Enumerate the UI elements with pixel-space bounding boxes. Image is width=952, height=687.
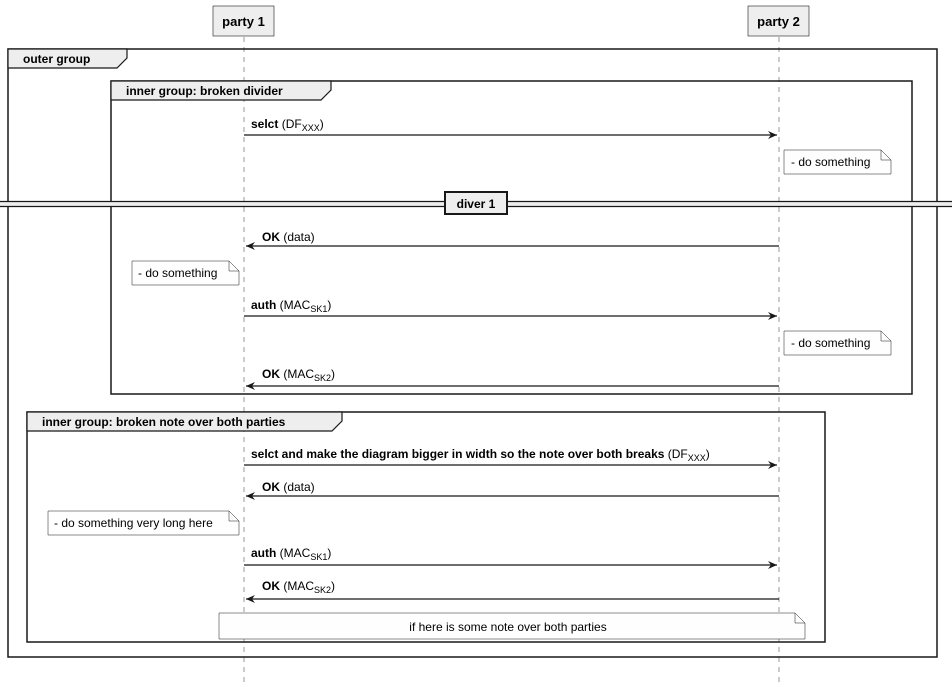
note-5: if here is some note over both parties [218,612,806,640]
participant-party-2-label: party 2 [757,14,800,29]
divider: diver 1 [0,191,952,215]
participant-party-1-label: party 1 [222,14,265,29]
inner-group-2-label: inner group: broken note over both parti… [42,415,286,429]
note-2: - do something [131,260,240,286]
note-3: - do something [783,330,892,356]
message-2-label: OK (data) [262,230,315,244]
inner-group-1: inner group: broken divider [110,80,913,395]
message-7: auth (MACSK1) [244,546,777,569]
note-2-text: - do something [138,266,217,280]
divider-label: diver 1 [457,197,496,211]
message-7-label: auth (MACSK1) [251,546,331,562]
note-1-text: - do something [791,155,870,169]
message-8-label: OK (MACSK2) [262,579,335,595]
message-4: OK (MACSK2) [246,367,779,390]
message-3-label: auth (MACSK1) [251,298,331,314]
note-1: - do something [783,149,892,175]
note-3-text: - do something [791,336,870,350]
message-5-label: selct and make the diagram bigger in wid… [251,447,710,463]
message-5: selct and make the diagram bigger in wid… [244,447,777,469]
note-4-text: - do something very long here [54,516,213,530]
message-6: OK (data) [246,480,779,500]
outer-group-label: outer group [23,52,90,66]
outer-group: outer group [7,48,938,658]
message-3: auth (MACSK1) [244,298,777,320]
inner-group-2: inner group: broken note over both parti… [26,411,826,643]
participant-party-2: party 2 [747,5,810,37]
message-1-label: selct (DFXXX) [251,117,324,133]
message-4-label: OK (MACSK2) [262,367,335,383]
message-8: OK (MACSK2) [246,579,779,603]
message-1: selct (DFXXX) [244,117,777,139]
note-5-text: if here is some note over both parties [409,620,606,634]
inner-group-1-label: inner group: broken divider [126,84,283,98]
message-6-label: OK (data) [262,480,315,494]
message-2: OK (data) [246,230,779,250]
participant-party-1: party 1 [212,5,275,37]
note-4: - do something very long here [47,510,240,536]
